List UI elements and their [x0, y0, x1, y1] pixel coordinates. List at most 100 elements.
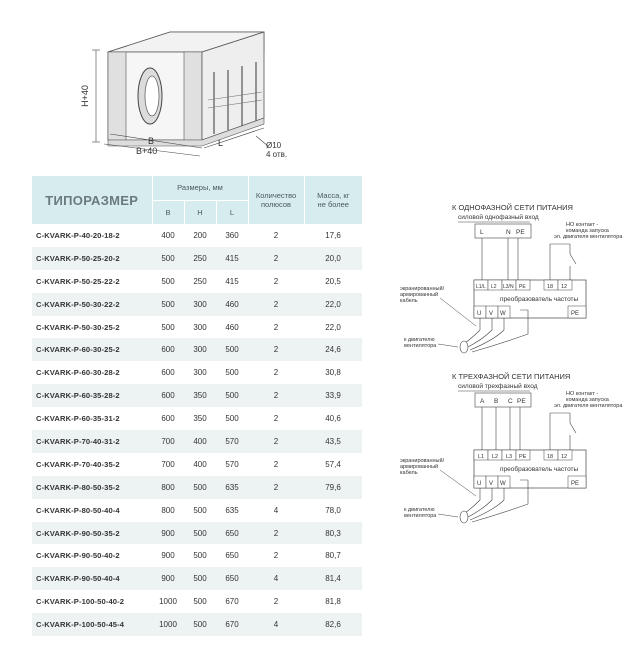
l-cell: 460: [216, 292, 249, 316]
poles-cell: 2: [248, 246, 305, 270]
model-cell: C-KVARK-P-60-30-28-2: [36, 368, 120, 378]
poles-cell: 2: [248, 430, 305, 453]
tp-input-terminal-a: A: [480, 398, 485, 405]
length-dimension-label: L: [218, 138, 223, 148]
tp-cable-label-2: армированный: [400, 463, 438, 470]
h-cell: 500: [184, 613, 216, 637]
poles-cell: 2: [273, 368, 279, 378]
b-cell: 500: [161, 322, 175, 332]
single-phase-subtitle: силовой однофазный вход: [458, 213, 539, 221]
column-header-h: H: [183, 199, 216, 224]
model-cell: C-KVARK-P-90-50-40-2: [36, 551, 120, 561]
poles-cell: 2: [248, 338, 305, 362]
model-cell: C-KVARK-P-60-30-25-2: [32, 338, 152, 362]
l-cell: 500: [225, 368, 239, 378]
poles-cell: 2: [273, 230, 279, 240]
tp-input-terminal-c: C: [508, 398, 513, 405]
tp-block-terminal-pe: PE: [519, 454, 527, 460]
mass-cell: 30,8: [325, 368, 341, 378]
tp-cable-label-3: кабель: [400, 470, 418, 476]
l-cell: 650: [216, 521, 249, 545]
sp-control-terminal-12: 12: [561, 284, 567, 290]
h-cell: 300: [193, 368, 207, 378]
mass-cell: 40,6: [325, 414, 341, 424]
model-cell: C-KVARK-P-90-50-40-4: [32, 567, 152, 591]
model-cell: C-KVARK-P-50-30-25-2: [36, 322, 120, 332]
column-header-l: L: [215, 199, 249, 224]
width-plus-dimension-label: B+40: [136, 146, 157, 156]
model-cell: C-KVARK-P-40-20-18-2: [36, 230, 120, 240]
poles-cell: 2: [248, 475, 305, 499]
sp-block-terminal-l2: L2: [491, 284, 497, 290]
sp-block-terminal-l1: L1/L: [476, 284, 486, 290]
tp-input-terminal-pe: PE: [517, 398, 526, 405]
three-phase-title: К ТРЕХФАЗНОЙ СЕТИ ПИТАНИЯ: [452, 372, 570, 381]
mass-cell: 78,0: [325, 505, 341, 515]
mass-cell: 17,6: [325, 230, 341, 240]
model-cell: C-KVARK-P-50-25-20-2: [32, 246, 152, 270]
poles-cell: 2: [273, 459, 279, 469]
mass-cell: 80,7: [325, 551, 341, 561]
sp-motor-label-2: вентилятора: [404, 343, 437, 349]
tp-control-terminal-12: 12: [561, 454, 567, 460]
mass-cell: 22,0: [304, 292, 363, 316]
mass-cell: 20,0: [304, 246, 363, 270]
sp-block-terminal-pe: PE: [519, 284, 526, 290]
sp-contact-label-1: НО контакт -: [566, 222, 598, 228]
h-cell: 400: [193, 459, 207, 469]
model-cell: C-KVARK-P-60-35-31-2: [36, 414, 120, 424]
tp-motor-label-2: вентилятора: [404, 513, 437, 519]
mass-cell: 81,4: [304, 567, 363, 591]
tp-contact-label-2: команда запуска: [566, 397, 610, 403]
l-cell: 650: [225, 551, 239, 561]
l-cell: 650: [216, 567, 249, 591]
h-cell: 250: [184, 246, 216, 270]
l-cell: 460: [225, 322, 239, 332]
l-cell: 415: [216, 246, 249, 270]
h-cell: 350: [184, 384, 216, 408]
three-phase-subtitle: силовой трехфазный вход: [458, 382, 538, 390]
l-cell: 670: [216, 613, 249, 637]
model-cell: C-KVARK-P-90-50-35-2: [32, 521, 152, 545]
h-cell: 400: [184, 430, 216, 453]
b-cell: 900: [161, 551, 175, 561]
poles-cell: 2: [248, 292, 305, 316]
h-cell: 500: [193, 505, 207, 515]
sp-cable-label-3: кабель: [400, 298, 418, 304]
sp-contact-label-3: эл. двигателя вентилятора: [554, 234, 623, 240]
tp-motor-label-1: к двигателю: [404, 507, 435, 513]
sp-control-terminal-18: 18: [547, 284, 553, 290]
poles-cell: 2: [273, 414, 279, 424]
b-cell: 400: [161, 230, 175, 240]
b-cell: 600: [161, 414, 175, 424]
l-cell: 360: [225, 230, 239, 240]
sp-input-terminal-pe: PE: [516, 229, 525, 236]
sp-output-terminal-w: W: [500, 311, 506, 317]
tp-contact-label-3: эл. двигателя вентилятора: [554, 403, 623, 409]
h-cell: 300: [184, 292, 216, 316]
model-cell: C-KVARK-P-70-40-31-2: [32, 430, 152, 453]
dimension-lines: [92, 49, 269, 157]
model-cell: C-KVARK-P-80-50-40-4: [36, 505, 120, 515]
b-cell: 500: [152, 292, 184, 316]
h-cell: 500: [184, 475, 216, 499]
l-cell: 635: [216, 475, 249, 499]
l-cell: 570: [216, 430, 249, 453]
tp-control-terminal-18: 18: [547, 454, 553, 460]
l-cell: 415: [225, 276, 239, 286]
l-cell: 500: [216, 338, 249, 362]
h-cell: 500: [193, 551, 207, 561]
l-cell: 635: [225, 505, 239, 515]
tp-output-terminal-u: U: [477, 481, 481, 487]
tp-cable-label-1: экранированный/: [400, 457, 445, 464]
